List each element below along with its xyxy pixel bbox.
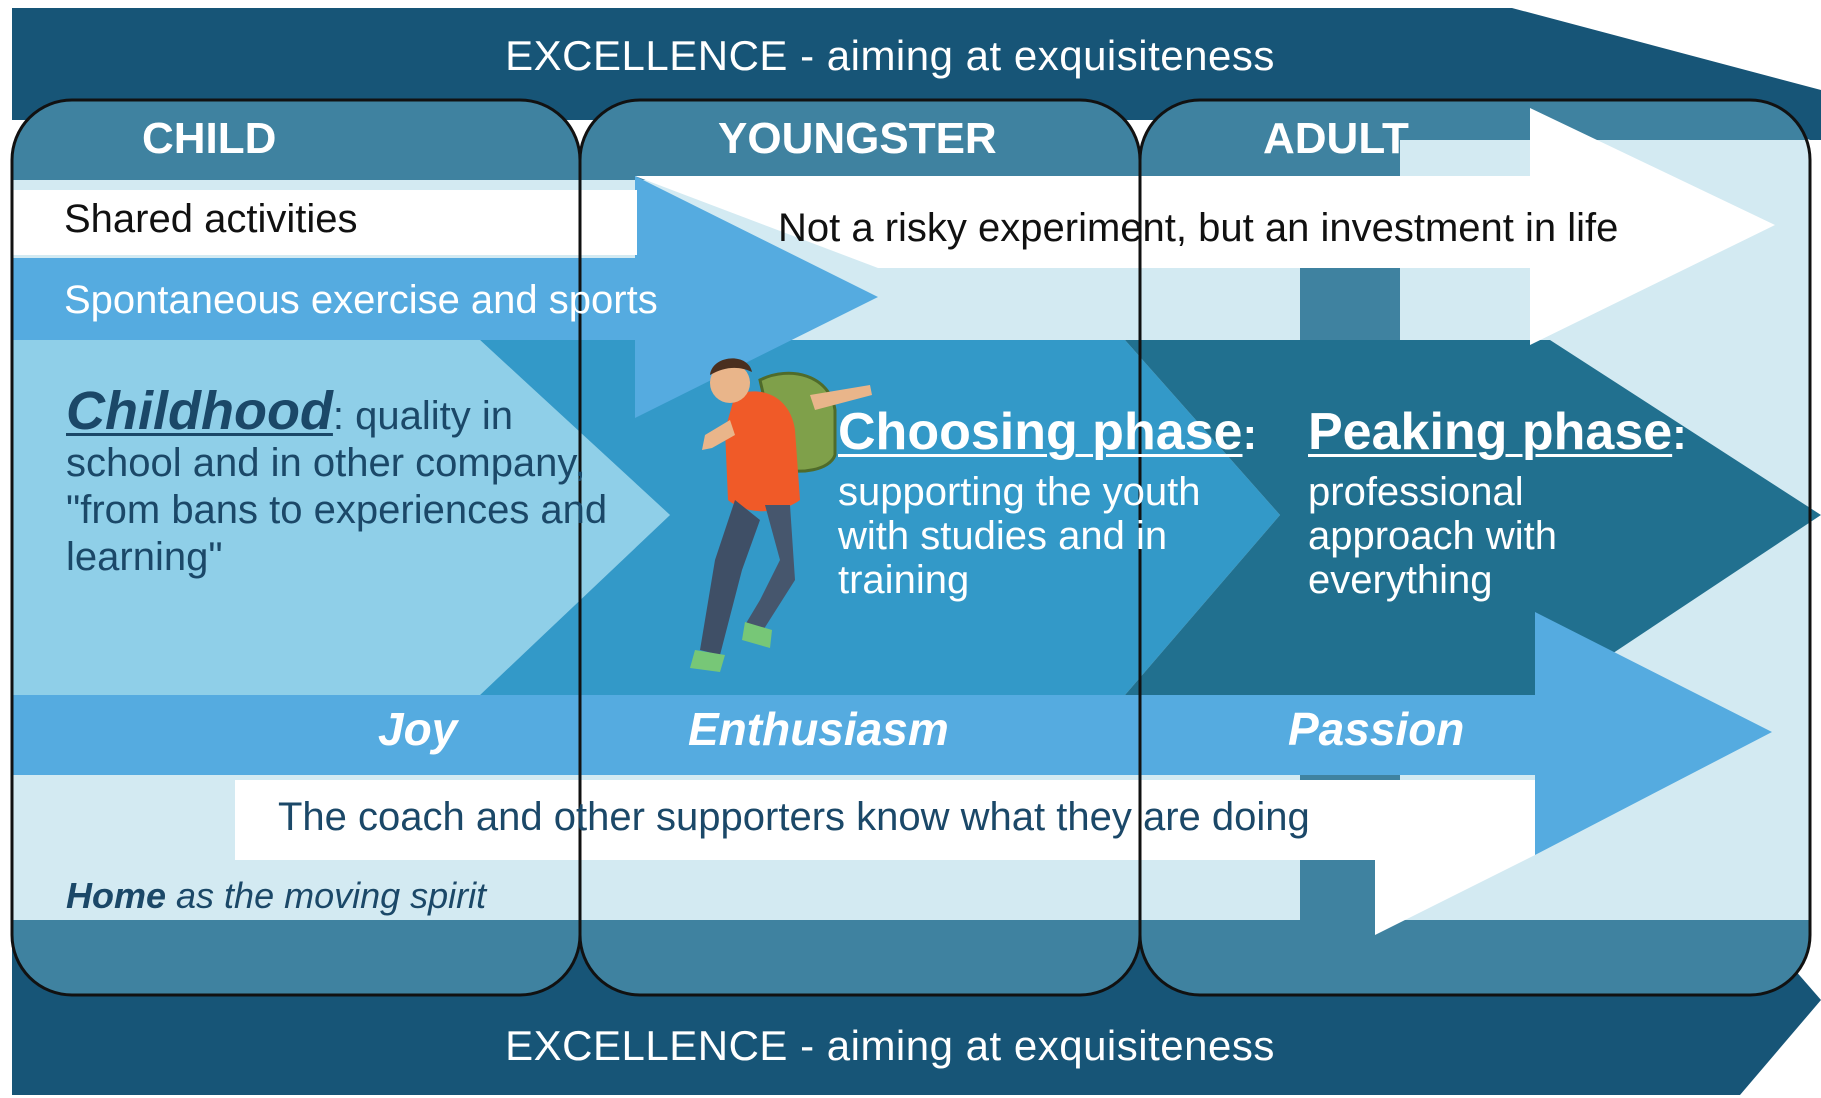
peaking-chevron xyxy=(1125,340,1821,695)
choosing-heading-line: Choosing phase: xyxy=(838,402,1257,462)
childhood-text: : quality in school and in other company… xyxy=(66,394,608,579)
home-rest: as the moving spirit xyxy=(166,875,487,916)
peaking-text: professional approach with everything xyxy=(1308,470,1558,602)
choosing-colon: : xyxy=(1242,410,1258,459)
choosing-heading: Choosing phase xyxy=(838,403,1243,461)
stage-label-youngster: YOUNGSTER xyxy=(718,114,997,163)
spontaneous-label: Spontaneous exercise and sports xyxy=(64,278,658,322)
home-bold: Home xyxy=(66,875,167,916)
coach-label: The coach and other supporters know what… xyxy=(278,795,1310,839)
stage-label-child: CHILD xyxy=(142,114,277,163)
choosing-chevron xyxy=(480,340,1280,695)
feeling-passion: Passion xyxy=(1288,703,1465,755)
childhood-chevron xyxy=(12,340,670,695)
excellence-bottom-label: EXCELLENCE - aiming at exquisiteness xyxy=(505,1022,1275,1069)
stage-label-adult: ADULT xyxy=(1263,114,1409,163)
not-risky-label: Not a risky experiment, but an investmen… xyxy=(778,206,1619,250)
not-risky-arrow xyxy=(635,108,1775,345)
home-label: Home as the moving spirit xyxy=(66,875,486,917)
coach-arrow xyxy=(235,780,1535,935)
peaking-colon: : xyxy=(1672,410,1687,459)
childhood-block: Childhood: quality in school and in othe… xyxy=(66,384,626,581)
excellence-top-label: EXCELLENCE - aiming at exquisiteness xyxy=(505,32,1275,79)
jumping-youth-icon xyxy=(690,358,872,672)
adult-column-outline xyxy=(1138,98,1812,997)
spontaneous-arrow xyxy=(12,176,878,418)
feeling-joy: Joy xyxy=(378,703,458,755)
choosing-text: supporting the youth with studies and in… xyxy=(838,470,1201,602)
feeling-enthusiasm: Enthusiasm xyxy=(688,703,949,755)
shared-activities-label: Shared activities xyxy=(64,197,358,241)
shared-activities-box xyxy=(12,190,637,255)
peaking-heading: Peaking phase xyxy=(1308,403,1673,461)
peaking-heading-line: Peaking phase: xyxy=(1308,402,1687,462)
feelings-arrow xyxy=(12,612,1772,855)
childhood-heading: Childhood xyxy=(66,381,333,441)
